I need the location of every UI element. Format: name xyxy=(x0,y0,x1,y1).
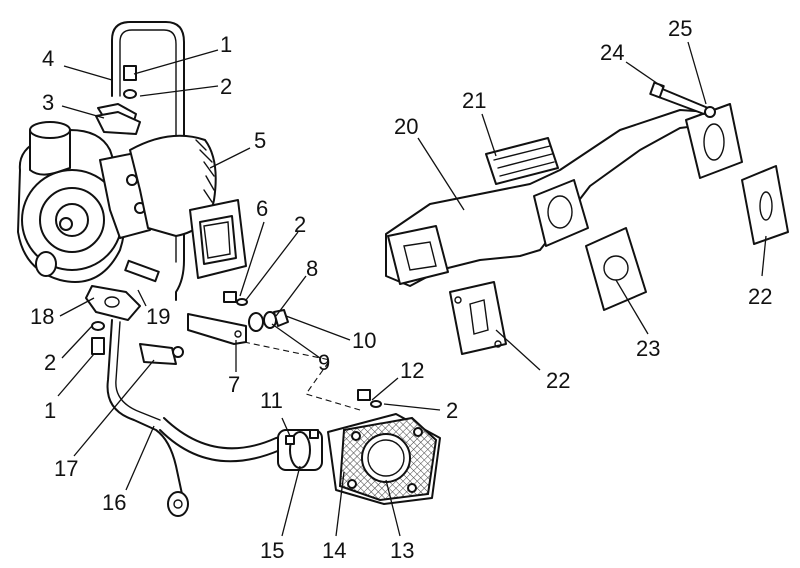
callout-22: 22 xyxy=(546,368,570,393)
manifold-gasket-23 xyxy=(585,227,647,311)
callout-13: 13 xyxy=(390,538,414,563)
callout-1: 1 xyxy=(44,398,56,423)
oil-return-flange xyxy=(85,285,141,321)
flange-gasket-top xyxy=(95,103,141,135)
callout-4: 4 xyxy=(42,46,54,71)
manifold-gasket-22-right xyxy=(741,165,789,245)
callout-labels: 1 2 3 4 5 6 2 8 10 9 7 18 19 2 1 17 16 1… xyxy=(30,16,772,563)
callout-20: 20 xyxy=(394,114,418,139)
callout-21: 21 xyxy=(462,88,486,113)
exhaust-pipe xyxy=(159,417,301,463)
callout-2: 2 xyxy=(294,212,306,237)
callout-2: 2 xyxy=(44,350,56,375)
manifold-stud-24 xyxy=(649,81,709,115)
callout-23: 23 xyxy=(636,336,660,361)
callout-12: 12 xyxy=(400,358,424,383)
callout-19: 19 xyxy=(146,304,170,329)
callout-14: 14 xyxy=(322,538,346,563)
bolt-12 xyxy=(357,389,382,408)
callout-16: 16 xyxy=(102,490,126,515)
support-bracket xyxy=(187,313,247,345)
turbocharger xyxy=(17,121,247,283)
manifold-nut-25 xyxy=(704,106,716,118)
callout-11: 11 xyxy=(260,388,283,413)
bolt-6 xyxy=(223,291,248,306)
callout-7: 7 xyxy=(228,372,240,397)
callout-25: 25 xyxy=(668,16,692,41)
pipe-bracket xyxy=(139,343,184,365)
callout-24: 24 xyxy=(600,40,624,65)
callout-2: 2 xyxy=(220,74,232,99)
callout-3: 3 xyxy=(42,90,54,115)
callout-10: 10 xyxy=(352,328,376,353)
callout-15: 15 xyxy=(260,538,284,563)
flange-gasket xyxy=(338,416,438,502)
callout-1: 1 xyxy=(220,32,232,57)
callout-9: 9 xyxy=(318,350,330,375)
callout-22: 22 xyxy=(748,284,772,309)
callout-8: 8 xyxy=(306,256,318,281)
manifold-gasket-22-left xyxy=(449,281,507,355)
callout-18: 18 xyxy=(30,304,54,329)
callout-2: 2 xyxy=(446,398,458,423)
callout-5: 5 xyxy=(254,128,266,153)
callout-6: 6 xyxy=(256,196,268,221)
hose-clamp xyxy=(277,429,323,471)
exhaust-manifold xyxy=(385,103,743,287)
bolt-1-lower xyxy=(91,321,105,355)
washer-9 xyxy=(248,311,277,332)
leader-lines xyxy=(57,41,767,537)
callout-17: 17 xyxy=(54,456,78,481)
